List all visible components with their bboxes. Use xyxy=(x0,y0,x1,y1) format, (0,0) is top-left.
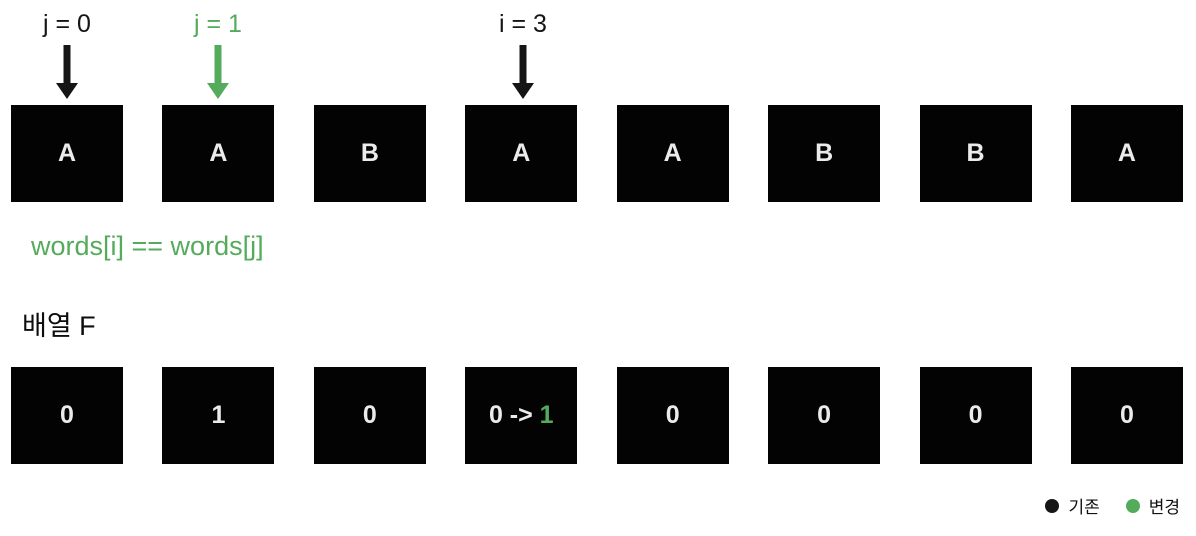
pointer-i3-label: i = 3 xyxy=(499,10,547,38)
change-arrow: -> xyxy=(502,401,540,429)
f-cell-5: 0 xyxy=(768,367,881,464)
f-cell-old-value: 0 xyxy=(488,401,503,429)
arrow-head xyxy=(512,83,534,99)
words-cell-3: A xyxy=(465,105,578,202)
f-cell-1: 1 xyxy=(162,367,275,464)
f-cell-0: 0 xyxy=(11,367,123,464)
legend-changed-label: 변경 xyxy=(1148,498,1180,517)
words-cell-1: A xyxy=(162,105,275,202)
words-cell-7: A xyxy=(1070,105,1183,202)
f-cell-4: 0 xyxy=(616,367,729,464)
f-cell-new-value: 1 xyxy=(539,401,554,429)
array-f-label: 배열 F xyxy=(22,311,96,341)
pointer-j0: j = 0 xyxy=(12,8,122,101)
legend: 기존 변경 xyxy=(1045,493,1180,518)
pointer-j0-label: j = 0 xyxy=(43,10,91,38)
words-cell-6: B xyxy=(919,105,1032,202)
black-dot-icon xyxy=(1045,498,1060,513)
legend-existing-label: 기존 xyxy=(1068,498,1100,517)
arrow-shaft xyxy=(63,45,71,83)
arrow-head xyxy=(207,83,229,99)
f-cell-3-changed: 0 -> 1 xyxy=(465,367,578,464)
words-cell-0: A xyxy=(11,105,123,202)
green-dot-icon xyxy=(1125,498,1140,513)
f-cell-7: 0 xyxy=(1070,367,1183,464)
words-array-row: A A B A A B B A xyxy=(11,105,1183,202)
down-arrow-icon xyxy=(12,45,122,101)
pointer-j1: j = 1 xyxy=(163,8,273,101)
words-cell-2: B xyxy=(313,105,426,202)
arrow-head xyxy=(56,83,78,99)
pointer-i3: i = 3 xyxy=(468,8,578,101)
legend-item-existing: 기존 xyxy=(1045,493,1100,518)
words-cell-4: A xyxy=(616,105,729,202)
arrow-shaft xyxy=(519,45,527,83)
arrow-shaft xyxy=(214,45,222,83)
down-arrow-icon xyxy=(468,45,578,101)
f-cell-6: 0 xyxy=(919,367,1032,464)
down-arrow-icon xyxy=(163,45,273,101)
pointer-j1-label: j = 1 xyxy=(194,10,242,38)
legend-item-changed: 변경 xyxy=(1125,493,1180,518)
f-cell-2: 0 xyxy=(313,367,426,464)
condition-text: words[i] == words[j] xyxy=(31,231,264,261)
f-array-row: 0 1 0 0 -> 1 0 0 0 0 xyxy=(11,367,1183,464)
words-cell-5: B xyxy=(768,105,881,202)
